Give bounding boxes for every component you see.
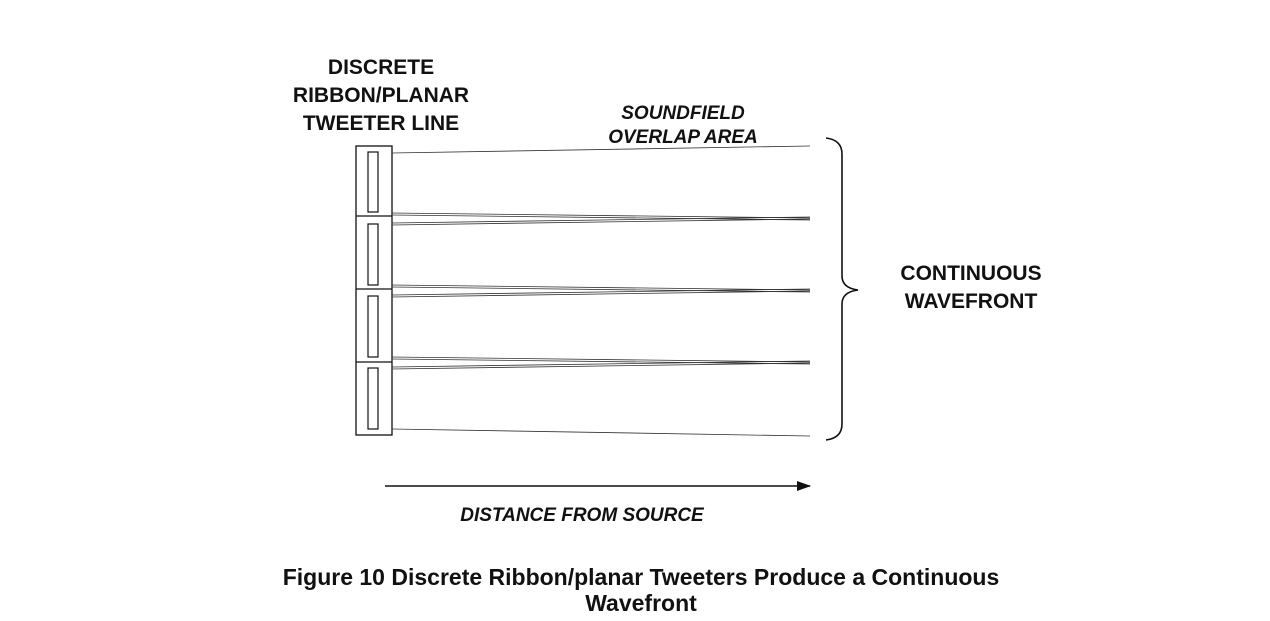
tweeter-3 <box>356 295 392 363</box>
ray <box>391 286 811 293</box>
ray-bottom <box>391 428 811 437</box>
overlap-label-line-2: OVERLAP AREA <box>608 127 758 148</box>
ray <box>391 214 811 221</box>
tweeter-4 <box>367 367 379 430</box>
wavefront-brace <box>825 137 859 441</box>
source-label-line-2: RIBBON/PLANAR <box>293 84 469 107</box>
ribbon-element <box>367 295 379 358</box>
ray <box>391 290 811 298</box>
ray <box>391 362 811 370</box>
ray <box>391 360 811 368</box>
ray <box>391 216 811 224</box>
wavefront-label-line-1: CONTINUOUS <box>900 262 1041 285</box>
tweeter-1 <box>356 151 392 217</box>
sound-rays <box>391 145 811 437</box>
figure-caption-line-1: Figure 10 Discrete Ribbon/planar Tweeter… <box>283 564 1000 590</box>
ribbon-element <box>367 223 379 286</box>
figure-caption-line-2: Wavefront <box>585 590 697 616</box>
ray <box>391 284 811 291</box>
ray <box>391 218 811 226</box>
ray <box>391 356 811 363</box>
tweeter-line-frame <box>355 145 393 436</box>
ray-top <box>391 145 811 154</box>
ray <box>391 358 811 365</box>
source-label-line-3: TWEETER LINE <box>303 112 459 135</box>
ribbon-element <box>367 151 379 213</box>
wavefront-label-line-2: WAVEFRONT <box>905 290 1038 313</box>
overlap-label-line-1: SOUNDFIELD <box>621 103 745 124</box>
ray <box>391 212 811 219</box>
ribbon-element <box>367 367 379 430</box>
ray <box>391 288 811 296</box>
tweeter-2 <box>356 223 392 290</box>
source-label-line-1: DISCRETE <box>328 56 434 79</box>
distance-label: DISTANCE FROM SOURCE <box>460 505 705 526</box>
